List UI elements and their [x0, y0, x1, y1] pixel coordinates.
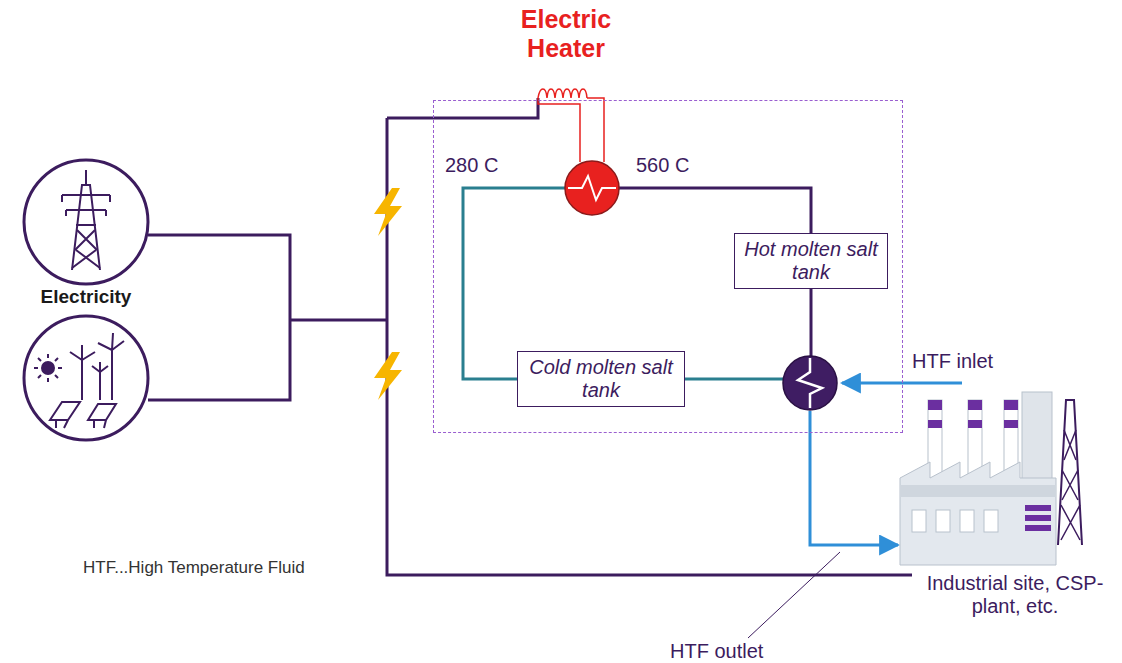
heater-region: Electric HeaterHot molten salt tankCold … — [433, 100, 903, 433]
htf-lines — [810, 383, 962, 545]
power-wires — [148, 98, 912, 575]
heading: Electric Heater — [496, 5, 636, 63]
abbreviation-note: HTF...High Temperature Fluid — [83, 558, 305, 578]
temperature-label: 560 C — [636, 154, 689, 177]
renewables-icon — [24, 316, 148, 440]
site-label: Industrial site, CSP-plant, etc. — [920, 572, 1110, 618]
pipe-segment — [592, 188, 811, 233]
chimney — [928, 400, 1018, 480]
tank-label: Cold molten salt tank — [523, 356, 679, 402]
heat-exchanger-symbol — [783, 356, 837, 410]
lightning-bolt — [374, 188, 402, 400]
tank-label: Hot molten salt tank — [740, 238, 882, 284]
hot-tank-box: Hot molten salt tank — [734, 233, 888, 289]
heater-symbol — [565, 161, 619, 215]
temperature-label: 280 C — [445, 154, 498, 177]
htf-inlet-label: HTF inlet — [912, 350, 993, 373]
htf-outlet-label: HTF outlet — [670, 640, 763, 663]
electricity-label: Electricity — [28, 286, 144, 308]
factory-illustration — [900, 392, 1082, 565]
leader-line — [748, 552, 840, 638]
grid-icon — [24, 160, 148, 284]
cold-tank-box: Cold molten salt tank — [517, 351, 685, 407]
